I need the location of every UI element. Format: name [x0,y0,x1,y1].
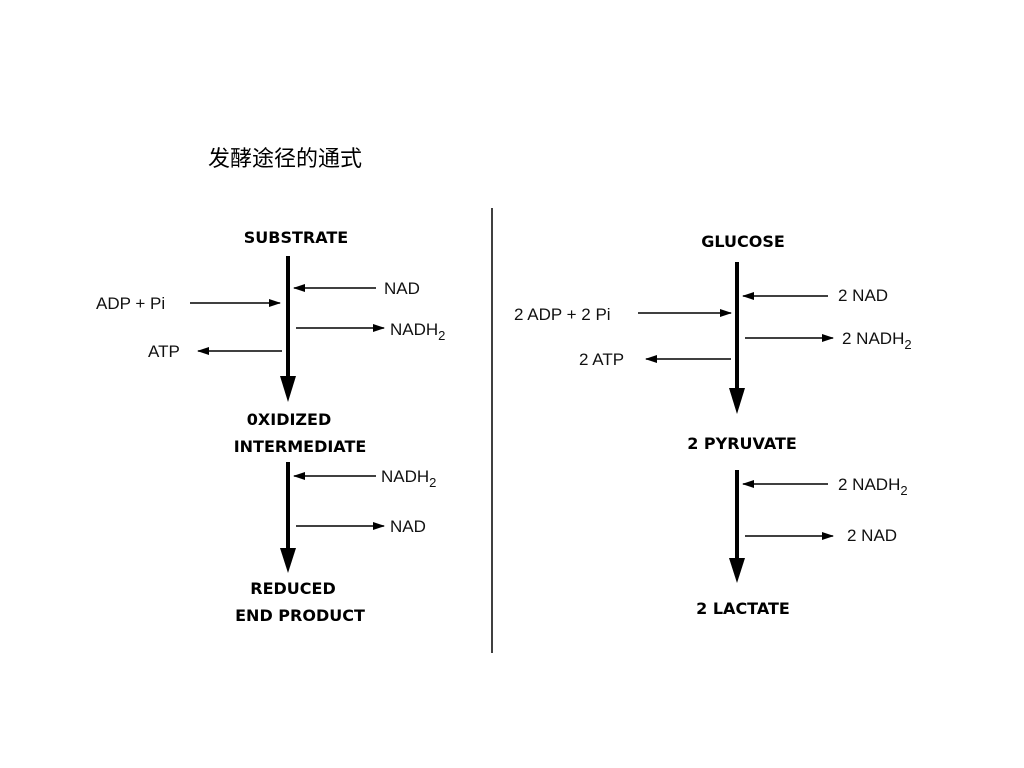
main-arrow-4-head [729,558,745,583]
nadh2-in-label: NADH2 [381,467,436,490]
main-arrow-3-head [729,388,745,414]
adp-pi-label: ADP + Pi [96,294,165,313]
atp-label: ATP [148,342,180,361]
nadh2-in-label-right: 2 NADH2 [838,475,908,498]
nad2-out-label: 2 NAD [847,526,897,545]
oxidized-label-line1: 0XIDIZED [247,410,331,429]
page-title: 发酵途径的通式 [208,147,363,172]
oxidized-label-line2: INTERMEDIATE [234,437,367,456]
nadh2-label: NADH2 [390,320,445,343]
nadh2-2-label: 2 NADH2 [842,329,912,352]
main-arrow-1-head [280,376,296,402]
reduced-label-line2: END PRODUCT [235,606,365,625]
atp2-label: 2 ATP [579,350,624,369]
nad-out-label: NAD [390,517,426,536]
glucose-label: GLUCOSE [701,232,785,251]
adp2-pi-label: 2 ADP + 2 Pi [514,305,611,324]
substrate-label: SUBSTRATE [244,228,348,247]
reduced-label-line1: REDUCED [250,579,335,598]
pyruvate-label: 2 PYRUVATE [687,434,797,453]
main-arrow-2-head [280,548,296,573]
lactate-label: 2 LACTATE [696,599,790,618]
nad-label: NAD [384,279,420,298]
nad2-label: 2 NAD [838,286,888,305]
